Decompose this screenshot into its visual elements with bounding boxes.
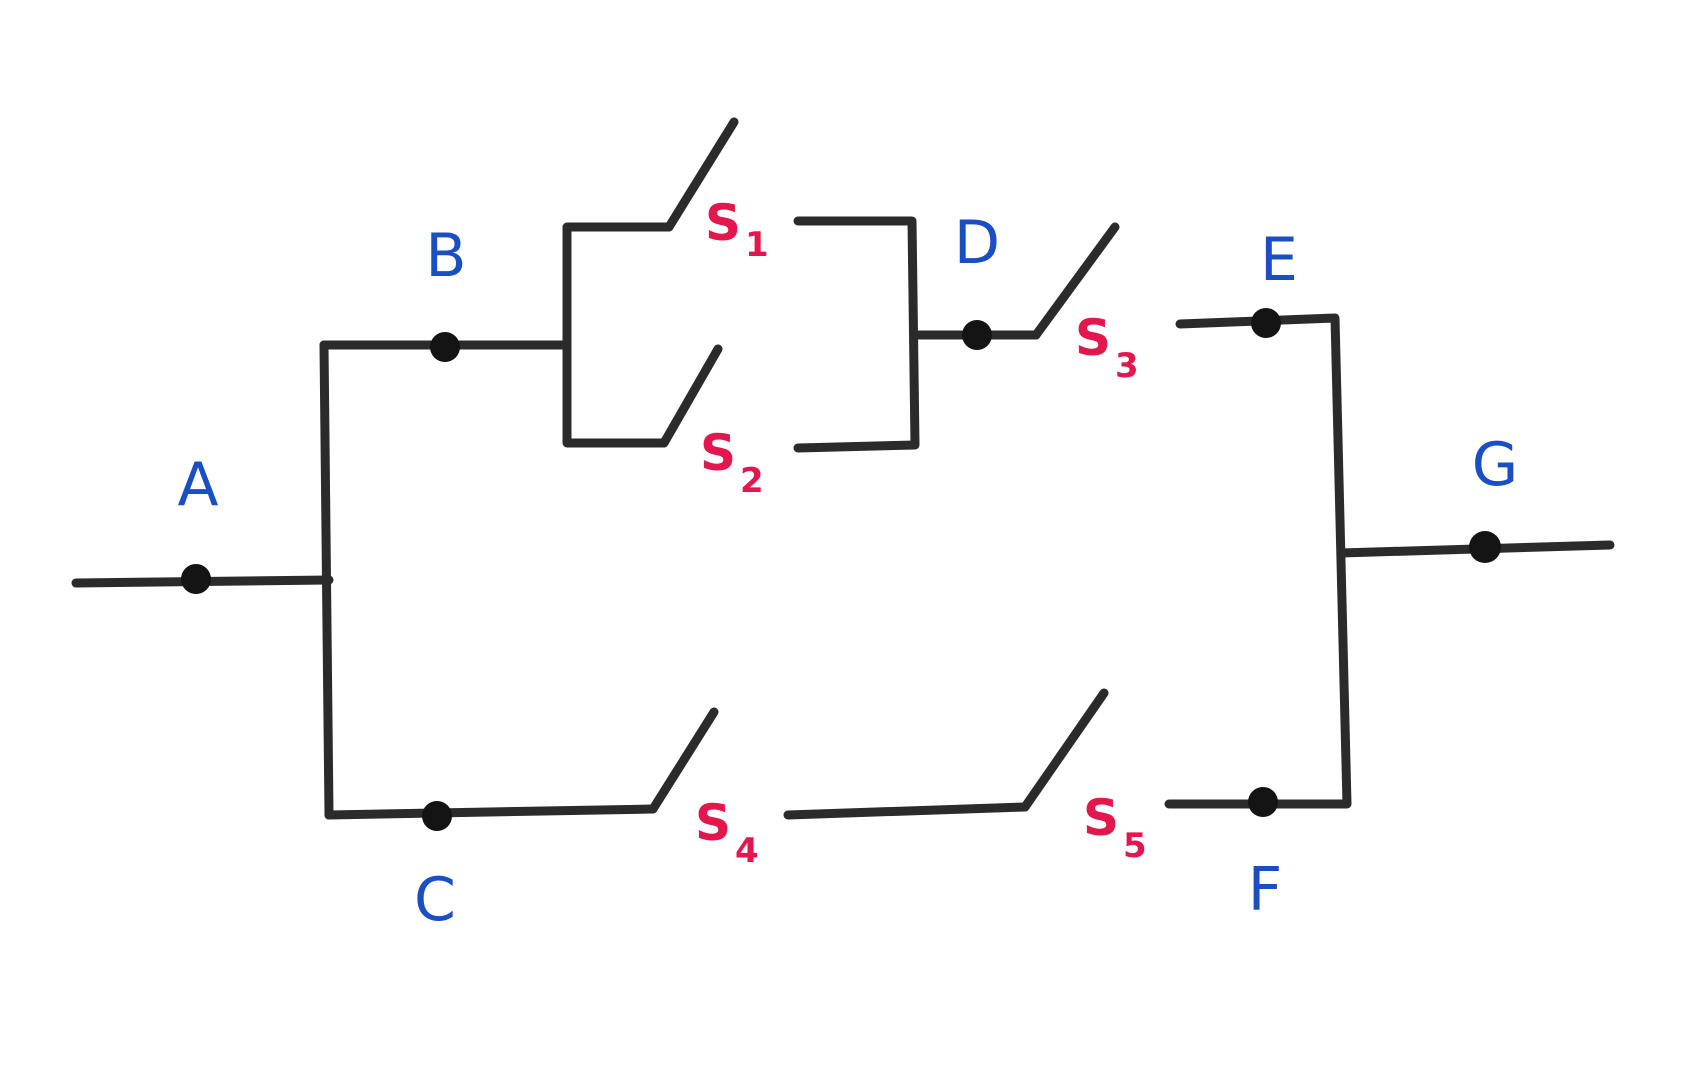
switch-s4-arm [648,707,719,814]
node-a-label: A [177,450,218,520]
node-c-dot [422,801,452,831]
node-f-label: F [1248,855,1283,925]
wires [71,117,1615,820]
switch-s3-arm [1031,222,1120,340]
node-d-label: D [954,208,1000,278]
node-b-dot [430,332,460,362]
node-g-dot [1469,531,1501,563]
switch-s1-arm [664,117,739,232]
wire-left-vertical [319,340,334,820]
node-e-label: E [1260,225,1298,295]
wire-c [324,804,658,820]
node-labels: A B C D E F G [177,208,1518,935]
node-b-label: B [425,221,466,291]
switch-s5-arm [1020,688,1109,812]
node-d-dot [962,320,992,350]
node-f-dot [1248,787,1278,817]
wire-s4-s5 [783,802,1030,820]
wire-parallel-right [793,216,920,453]
node-c-label: C [414,865,456,935]
node-e-dot [1251,308,1281,338]
node-a-dot [181,564,211,594]
node-g-label: G [1472,430,1519,500]
switch-s2-arm [659,344,723,448]
wire-parallel-left [562,222,674,448]
wire-e [1164,313,1352,809]
node-dots [181,308,1501,831]
